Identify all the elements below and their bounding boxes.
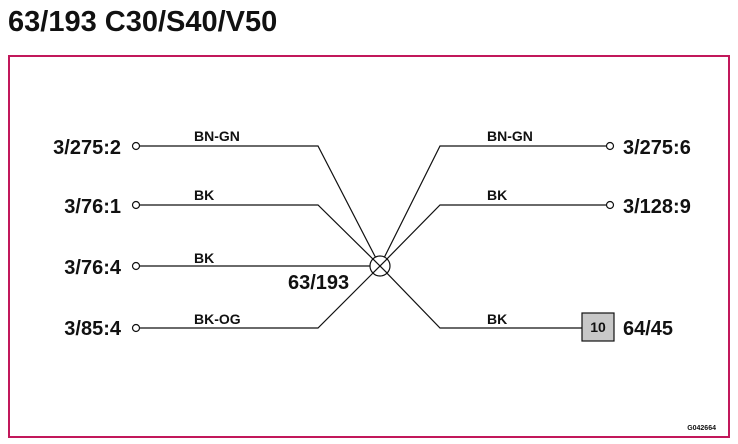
wire-line — [140, 204, 381, 267]
right-wire-2: 3/128:9 BK — [379, 187, 691, 267]
wire-color-label: BN-GN — [487, 128, 533, 144]
splice-circle-cross-icon — [369, 255, 391, 277]
terminal-open-circle-icon — [131, 261, 141, 271]
wire-line — [379, 265, 582, 329]
wire-color-label: BK — [487, 187, 507, 203]
left-wire-4: 3/85:4 BK-OG — [64, 265, 381, 340]
wire-line — [140, 265, 381, 329]
right-wire-1: 3/275:6 BN-GN — [379, 128, 691, 267]
splice-label: 63/193 — [288, 272, 349, 294]
diagram-title: 63/193 C30/S40/V50 — [8, 6, 278, 38]
right-terminal-label: 3/275:6 — [623, 137, 691, 159]
right-terminal-label: 64/45 — [623, 318, 673, 340]
wire-line — [379, 204, 606, 267]
wire-color-label: BK-OG — [194, 311, 241, 327]
connector-pin-label: 10 — [590, 319, 606, 335]
wire-color-label: BK — [194, 250, 214, 266]
terminal-open-circle-icon — [131, 200, 141, 210]
connector-box — [581, 312, 615, 342]
left-terminal-label: 3/76:1 — [64, 196, 121, 218]
wire-line — [140, 145, 381, 267]
figure-reference: G042664 — [687, 425, 716, 432]
terminal-open-circle-icon — [131, 323, 141, 333]
wire-color-label: BK — [487, 311, 507, 327]
diagram-frame — [8, 55, 730, 438]
terminal-open-circle-icon — [131, 141, 141, 151]
wire-line — [379, 145, 606, 267]
right-wire-3: 10 64/45 BK — [379, 265, 673, 342]
right-terminal-label: 3/128:9 — [623, 196, 691, 218]
left-wire-2: 3/76:1 BK — [64, 187, 381, 267]
terminal-open-circle-icon — [605, 141, 615, 151]
left-terminal-label: 3/275:2 — [53, 137, 121, 159]
left-terminal-label: 3/85:4 — [64, 318, 122, 340]
left-wire-1: 3/275:2 BN-GN — [53, 128, 381, 267]
left-terminal-label: 3/76:4 — [64, 257, 122, 279]
terminal-open-circle-icon — [605, 200, 615, 210]
left-wire-3: 3/76:4 BK — [64, 250, 370, 279]
wire-color-label: BN-GN — [194, 128, 240, 144]
wire-color-label: BK — [194, 187, 214, 203]
